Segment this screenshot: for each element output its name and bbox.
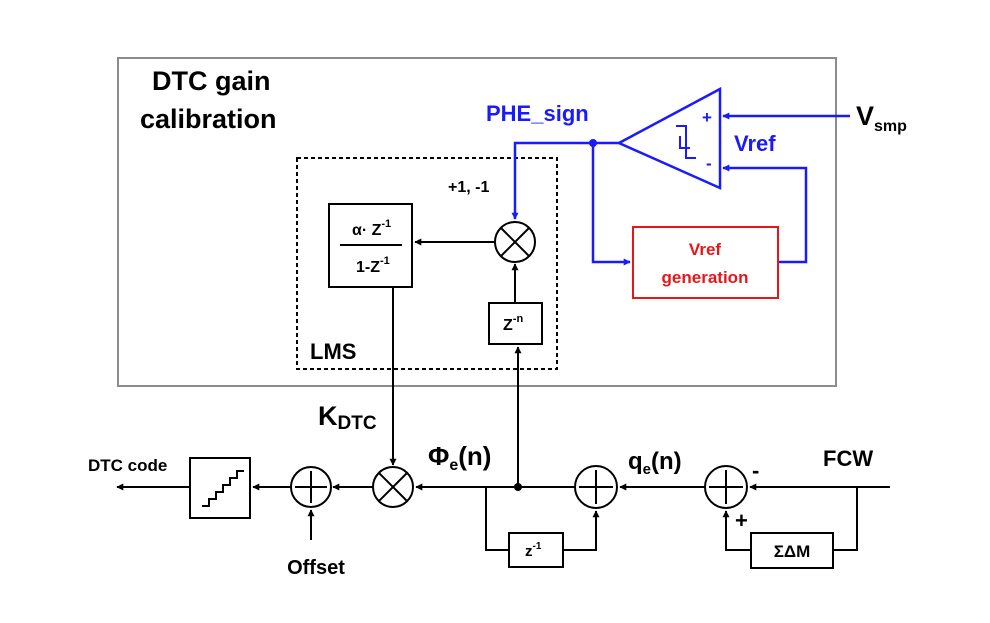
- vref-gen-line2: generation: [662, 268, 749, 287]
- calibration-title-line1: DTC gain: [152, 66, 271, 96]
- vref-label: Vref: [734, 131, 776, 156]
- main-multiplier-cross-b: [378, 472, 408, 502]
- phase-error-junction: [514, 483, 522, 491]
- calibration-box: [117, 57, 837, 387]
- hysteresis-icon: [676, 125, 696, 159]
- phe-sign-to-multiplier-wire: [511, 141, 619, 220]
- lms-multiplier-cross-b: [500, 227, 530, 257]
- sdm-to-adder-wire: [722, 510, 751, 551]
- comparator: [616, 86, 722, 190]
- dtc-code-label: DTC code: [88, 456, 167, 475]
- vref-generation-block: [632, 226, 779, 299]
- integrator-feedback-in-wire: [563, 510, 600, 551]
- staircase-icon: [202, 470, 244, 507]
- delay-z1-label: z-1: [525, 541, 542, 560]
- accumulator-denominator: 1-Z-1: [356, 255, 390, 276]
- kdtc-label: KDTC: [318, 401, 377, 434]
- comparator-minus: -: [706, 154, 712, 173]
- fcw-to-sdm-wire: [833, 487, 858, 551]
- integrator-feedback-out-wire: [485, 487, 509, 551]
- comparator-plus: +: [702, 108, 712, 127]
- phe-sign-label: PHE_sign: [486, 101, 589, 126]
- delay-zn-label: Z-n: [503, 313, 523, 334]
- accumulator-numerator: α· Z-1: [352, 218, 391, 239]
- input-adder-minus: -: [752, 458, 759, 483]
- offset-label: Offset: [287, 557, 345, 579]
- sdm-label: ΣΔM: [774, 542, 811, 561]
- sign-input-label: +1, -1: [448, 179, 489, 196]
- input-adder-plus: +: [735, 508, 748, 533]
- sdm-block: [750, 532, 834, 569]
- phe-sign-to-vref-gen-wire: [591, 143, 631, 266]
- lms-box: [296, 157, 558, 370]
- phase-error-label: Φe(n): [428, 441, 491, 474]
- lms-label: LMS: [310, 339, 356, 364]
- vref-feedback-wire: [722, 164, 808, 264]
- vsmp-label: Vsmp: [856, 101, 907, 135]
- fcw-label: FCW: [823, 446, 873, 471]
- calibration-title-line2: calibration: [140, 104, 277, 134]
- vref-gen-line1: Vref: [689, 240, 721, 259]
- qe-label: qe(n): [628, 448, 682, 478]
- quantizer-block: [189, 457, 251, 519]
